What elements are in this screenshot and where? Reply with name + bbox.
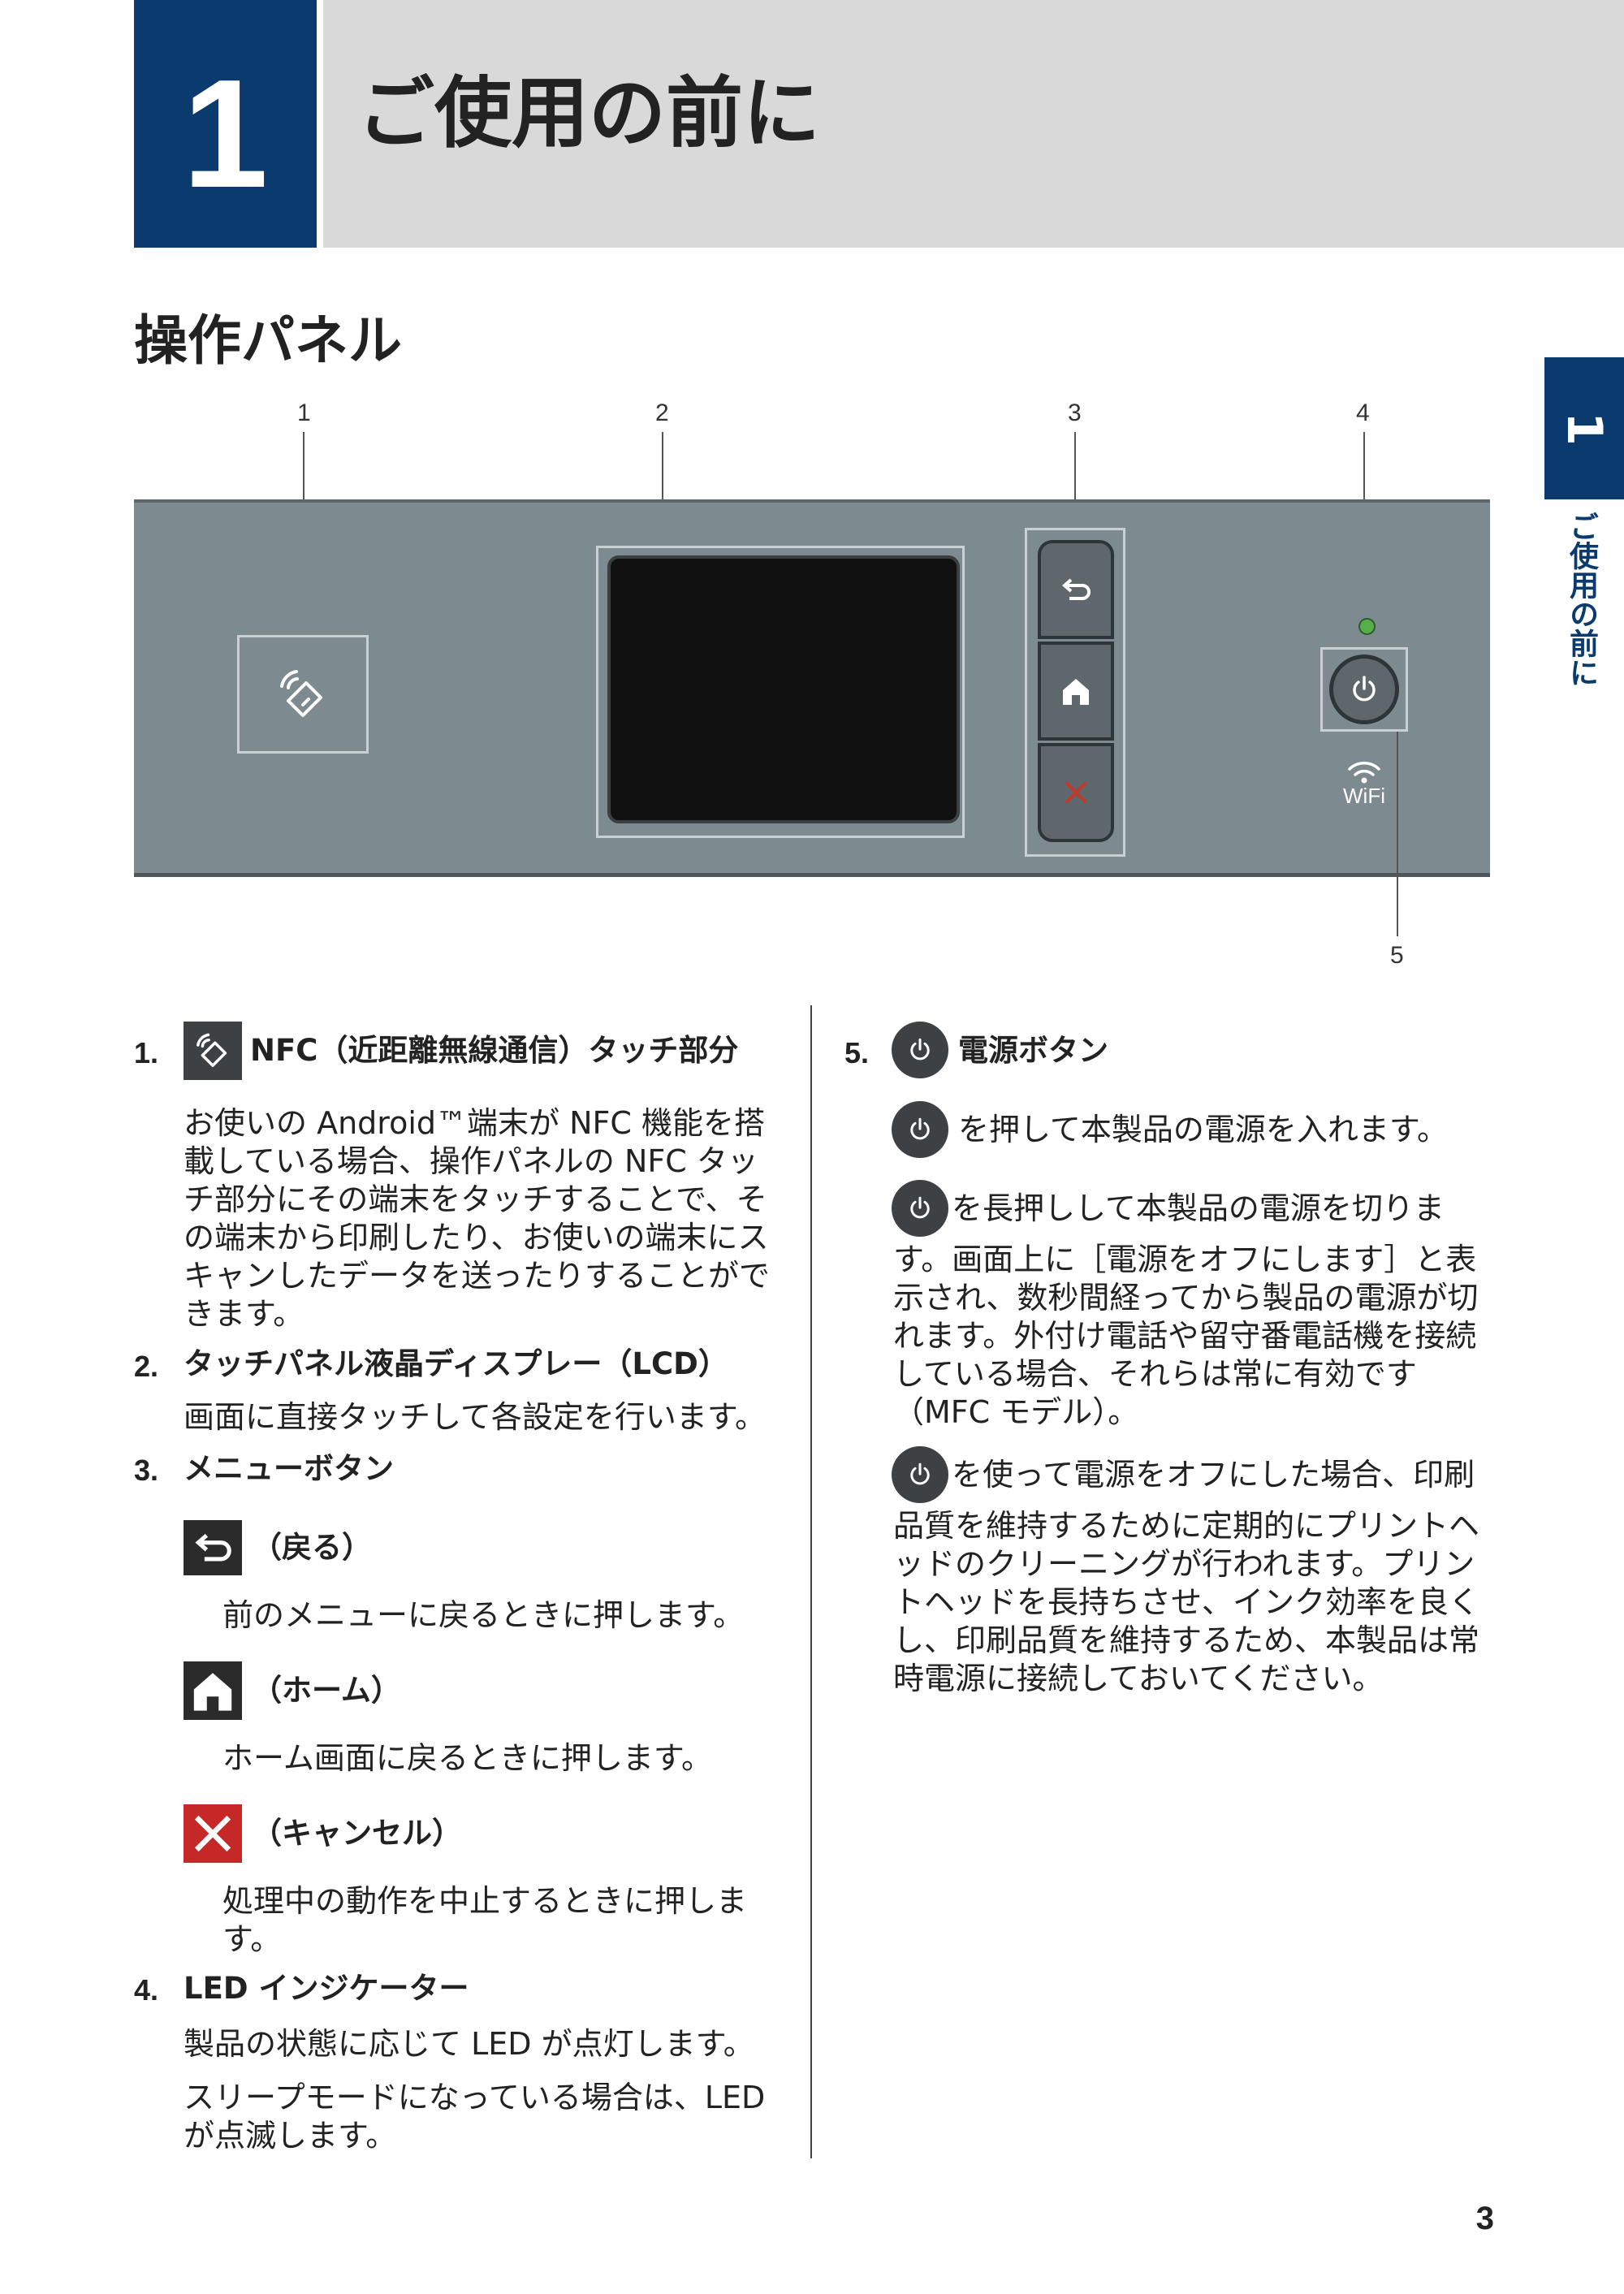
back-label: （戻る） (252, 1530, 372, 1565)
chapter-number-box (134, 0, 317, 248)
wifi-label: WiFi (1343, 784, 1385, 808)
menu-buttons-frame (1025, 528, 1125, 857)
cancel-x-icon (194, 1815, 231, 1852)
home-button[interactable] (1038, 642, 1114, 741)
section-title: 操作パネル (134, 309, 402, 372)
side-tab-title: ご使用の前に (1565, 512, 1598, 687)
item-2-body: 画面に直接タッチして各設定を行います。 (184, 1399, 767, 1435)
lcd-touchscreen[interactable] (607, 555, 960, 823)
power-paragraph-1: を押して本製品の電源を入れます。 (958, 1112, 1449, 1147)
column-divider (810, 1005, 812, 2158)
leader-line-5 (1397, 732, 1398, 936)
power-button[interactable] (1329, 655, 1399, 724)
item-5-title: 電源ボタン (958, 1033, 1108, 1068)
cancel-label: （キャンセル） (252, 1816, 462, 1851)
home-description: ホーム画面に戻るときに押します。 (222, 1740, 713, 1776)
callout-5: 5 (1390, 942, 1404, 969)
item-4-title: LED インジケーター (184, 1971, 469, 2006)
chapter-number: 1 (182, 48, 269, 220)
chapter-title: ご使用の前に (357, 69, 821, 158)
wifi-icon (1348, 762, 1380, 784)
back-description: 前のメニューに戻るときに押します。 (222, 1597, 745, 1633)
item-4-body-1: 製品の状態に応じて LED が点灯します。 (184, 2026, 754, 2062)
side-tab-number-text: 1 (1556, 411, 1613, 446)
power-icon (910, 1038, 930, 1061)
back-item-icon (184, 1520, 242, 1575)
nfc-touch-area[interactable] (237, 635, 369, 754)
power-icon (910, 1117, 930, 1140)
power-icon-badge (892, 1022, 948, 1078)
callout-4: 4 (1356, 400, 1370, 426)
power-paragraph-2-rest: す。画面上に［電源をオフにします］と表示され、数秒間経ってから製品の電源が切れま… (893, 1242, 1479, 1430)
power-icon-badge (892, 1446, 948, 1503)
power-icon (910, 1462, 930, 1485)
item-3-title: メニューボタン (184, 1451, 394, 1486)
side-tab (1544, 357, 1624, 499)
item-4-number: 4. (134, 1973, 159, 2007)
item-1-number: 1. (134, 1036, 159, 1069)
page-number: 3 (1475, 2201, 1494, 2236)
cancel-item-icon (184, 1804, 242, 1863)
item-4-body-2: スリープモードになっている場合は、LED が点滅します。 (184, 2080, 766, 2154)
back-arrow-icon (195, 1533, 231, 1562)
power-paragraph-3-first: を使って電源をオフにした場合、印刷 (952, 1457, 1475, 1493)
item-3-number: 3. (134, 1454, 159, 1487)
side-tab-number: 1 (1544, 357, 1624, 499)
power-icon-badge (892, 1101, 948, 1158)
callout-1: 1 (297, 400, 311, 426)
nfc-icon (280, 670, 322, 717)
leader-line-2 (662, 432, 663, 555)
home-icon (193, 1673, 232, 1711)
home-label: （ホーム） (252, 1673, 401, 1708)
item-2-number: 2. (134, 1350, 159, 1383)
cancel-x-icon (1065, 782, 1086, 803)
power-button-frame (1320, 647, 1408, 732)
power-icon (910, 1196, 930, 1219)
power-icon-badge (892, 1180, 948, 1237)
back-arrow-icon (1061, 578, 1091, 600)
chapter-title-band (323, 0, 1624, 248)
item-5-number: 5. (844, 1036, 870, 1069)
power-paragraph-3-rest: 品質を維持するために定期的にプリントヘッドのクリーニングが行われます。プリントヘ… (893, 1508, 1480, 1696)
back-button[interactable] (1038, 540, 1114, 639)
power-icon (1353, 676, 1376, 702)
item-2-title: タッチパネル液晶ディスプレー（LCD） (184, 1346, 728, 1381)
callout-2: 2 (655, 400, 669, 426)
cancel-button[interactable] (1038, 743, 1114, 842)
nfc-item-icon (184, 1022, 242, 1080)
cancel-description: 処理中の動作を中止するときに押します。 (222, 1883, 748, 1957)
item-1-title: NFC（近距離無線通信）タッチ部分 (250, 1033, 739, 1068)
lcd-frame (596, 546, 965, 838)
nfc-icon (197, 1033, 227, 1067)
leader-line-3 (1074, 432, 1076, 528)
callout-3: 3 (1068, 400, 1082, 426)
power-paragraph-2-first: を長押しして本製品の電源を切りま (952, 1190, 1445, 1226)
home-icon (1063, 679, 1089, 705)
home-item-icon (184, 1661, 242, 1720)
led-indicator (1358, 618, 1376, 635)
item-1-body: お使いの Android™端末が NFC 機能を搭載している場合、操作パネルの … (184, 1105, 771, 1332)
